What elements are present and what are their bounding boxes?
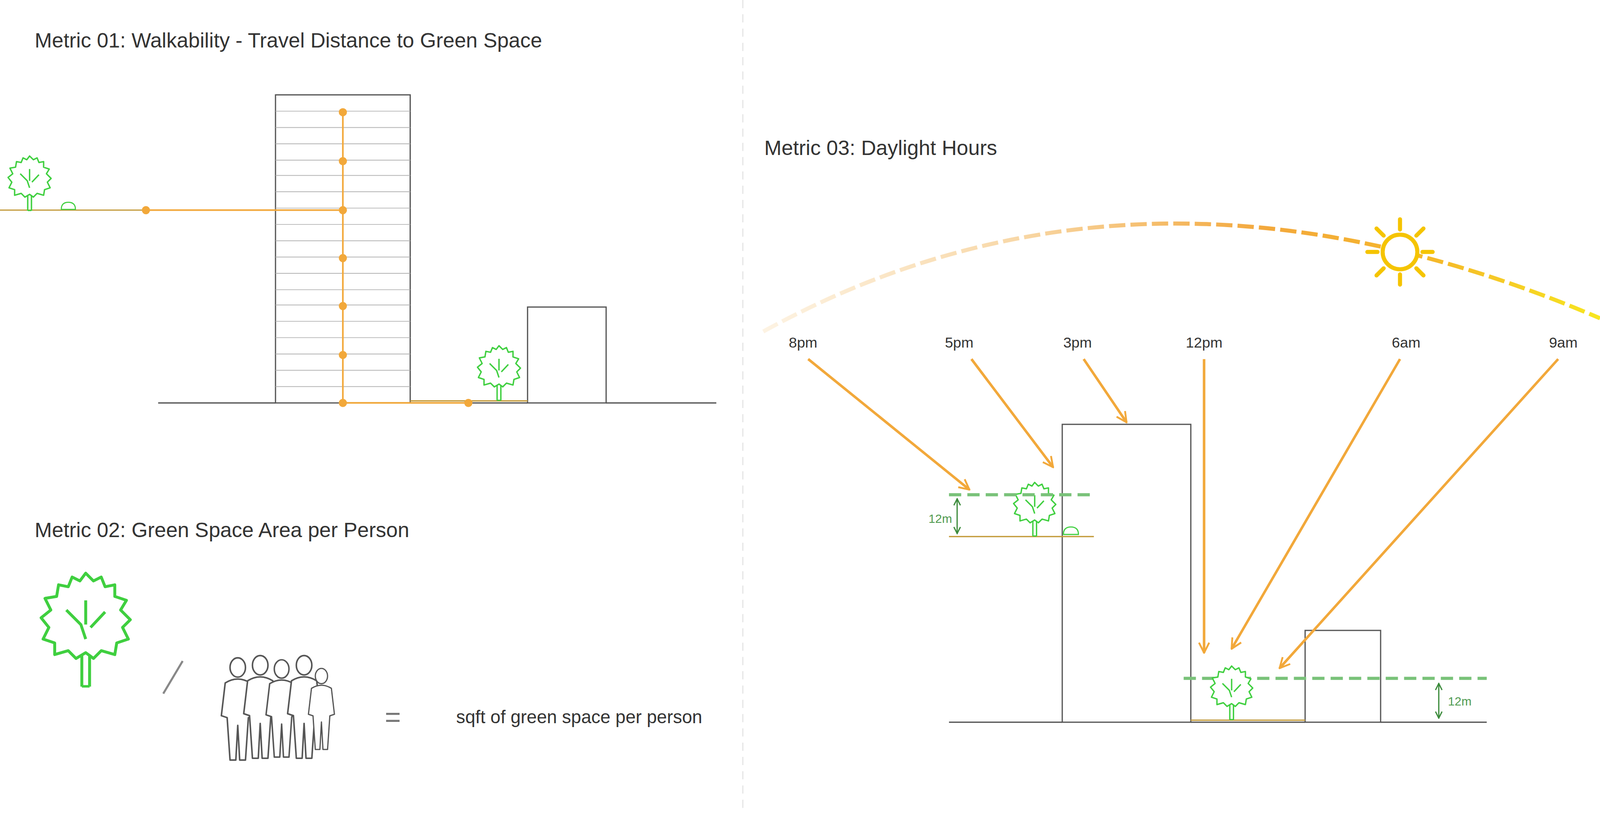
time-label: 5pm [944, 334, 974, 351]
walking-path [146, 112, 469, 404]
result-text: sqft of green space per person [456, 707, 703, 728]
daylight-section [763, 219, 1600, 723]
sun-rays [1279, 359, 1559, 669]
path-dots [338, 157, 347, 166]
division-slash [163, 661, 183, 695]
dimension-arrow [956, 498, 958, 534]
low-building [1304, 630, 1381, 723]
dimension-label: 12m [1447, 695, 1472, 709]
time-label: 3pm [1063, 334, 1092, 351]
path-dots [338, 301, 347, 311]
path-dots [338, 206, 347, 215]
sun-rays [808, 359, 1559, 669]
ground-line [1190, 720, 1306, 722]
path-dots [141, 206, 150, 215]
sun [1382, 234, 1418, 270]
walking-path [146, 209, 343, 212]
walking-path [342, 402, 469, 404]
bush [1063, 527, 1079, 535]
sun [1397, 274, 1402, 286]
sun [1376, 228, 1385, 236]
tree [1210, 666, 1253, 721]
path-dots [464, 399, 473, 408]
sun-rays [1231, 359, 1400, 650]
section-heading: Metric 03: Daylight Hours [764, 136, 997, 160]
divider [742, 0, 744, 813]
path-dots [338, 253, 347, 263]
sun-rays [808, 359, 970, 490]
height-line [949, 493, 1096, 497]
sun-rays [1202, 359, 1206, 654]
sun [1367, 219, 1433, 285]
sun [1422, 250, 1433, 254]
time-label: 12pm [1185, 334, 1223, 351]
sun [1397, 219, 1402, 230]
low-building [527, 307, 607, 404]
ground-line [158, 402, 717, 404]
tall-building [275, 95, 411, 404]
area-per-person-section [41, 573, 335, 761]
time-label: 6am [1391, 334, 1421, 351]
sun [1376, 268, 1385, 276]
sun [1416, 268, 1424, 276]
bush [61, 202, 76, 210]
section-heading: Metric 01: Walkability - Travel Distance… [34, 29, 543, 53]
section-heading: Metric 02: Green Space Area per Person [34, 519, 410, 543]
tree [8, 155, 52, 211]
terrace-line [949, 536, 1094, 538]
time-label: 8pm [788, 334, 818, 351]
tree [1013, 482, 1056, 537]
sun-rays [971, 359, 1054, 468]
sun-rays [1083, 359, 1127, 423]
dimension-label: 12m [928, 512, 953, 527]
ground-line [949, 721, 1487, 724]
path-dots [338, 107, 347, 117]
path-dots [338, 399, 347, 408]
sun-path [763, 223, 1600, 332]
equals-sign: = [384, 701, 401, 733]
sun [1367, 250, 1378, 254]
dimension-arrow [1438, 683, 1440, 719]
path-dots [338, 351, 347, 360]
person [308, 668, 335, 750]
time-label: 9am [1549, 334, 1578, 351]
path-dots [141, 107, 473, 407]
sun [1416, 228, 1424, 236]
tree [41, 573, 131, 688]
walkability-section [0, 95, 717, 408]
tree [477, 346, 521, 401]
tall-building [1062, 424, 1191, 723]
